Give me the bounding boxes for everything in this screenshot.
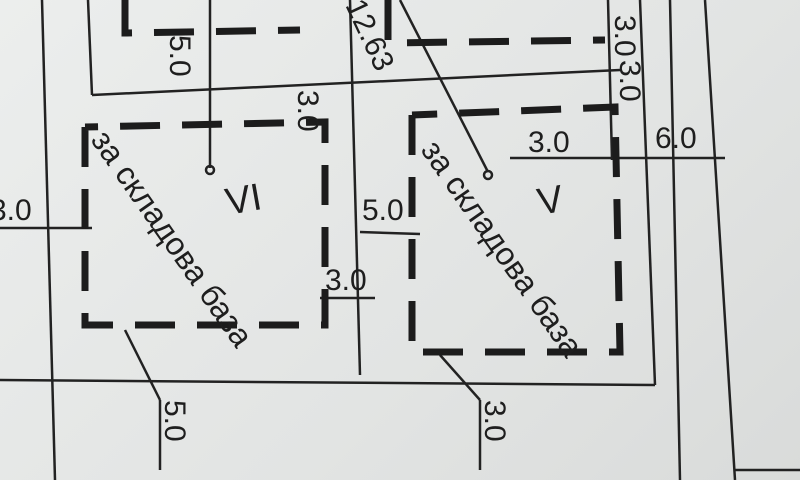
dim-top-mid: 3.0 xyxy=(291,90,324,132)
dim-right-horizontal: 3.0 xyxy=(528,126,570,159)
dim-bottom-right: 3.0 xyxy=(478,400,511,442)
plot-V-label: за складова база xyxy=(414,133,590,363)
plot-number-VI: VI xyxy=(222,176,265,224)
dim-far-right: 6.0 xyxy=(655,122,697,155)
dim-right-vertical-b: 3.0 xyxy=(613,60,646,102)
dim-right-vertical-a: 3.0 xyxy=(608,15,641,57)
dim-left-edge: 3.0 xyxy=(0,194,32,227)
dim-middle-bottom: 3.0 xyxy=(325,264,367,297)
plot-VI-outline xyxy=(81,0,329,329)
dim-bottom-left: 5.0 xyxy=(158,400,191,442)
dim-top-left: 5.0 xyxy=(163,35,196,77)
plot-VI-label: за складова база xyxy=(84,123,260,353)
plot-V-outline xyxy=(384,0,624,356)
plot-number-V: V xyxy=(534,178,567,224)
dim-middle-left: 5.0 xyxy=(362,194,404,227)
